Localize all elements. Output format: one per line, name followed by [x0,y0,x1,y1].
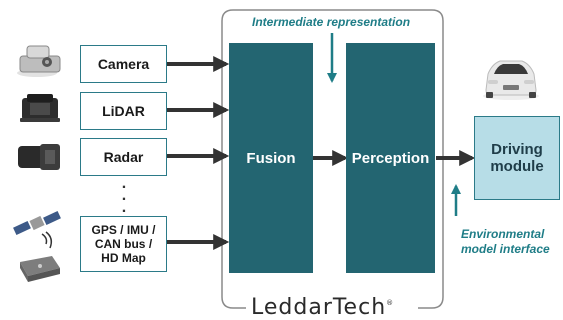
intermediate-representation-label: Intermediate representation [252,15,411,29]
lidar-icon [20,94,60,122]
brand-logo: LeddarTech® [247,295,399,320]
fusion-block: Fusion [229,43,313,273]
perception-block: Perception [346,43,435,273]
radar-icon [18,144,60,170]
continuation-dots: . . . [121,175,127,216]
environmental-model-interface-label: Environmental model interface [461,227,550,256]
gps-imu-can-hdmap-box: GPS / IMU / CAN bus / HD Map [80,216,167,272]
radar-box: Radar [80,138,167,176]
brand-registered-mark: ® [386,299,395,307]
gps-receiver-icon [20,256,60,282]
car-icon [483,60,539,100]
camera-box: Camera [80,45,167,83]
satellite-icon [13,210,61,249]
system-frame [221,9,444,309]
brand-name: LeddarTech [251,295,387,320]
driving-module-box: Driving module [474,116,560,200]
lidar-box: LiDAR [80,92,167,130]
camera-icon [17,45,61,77]
